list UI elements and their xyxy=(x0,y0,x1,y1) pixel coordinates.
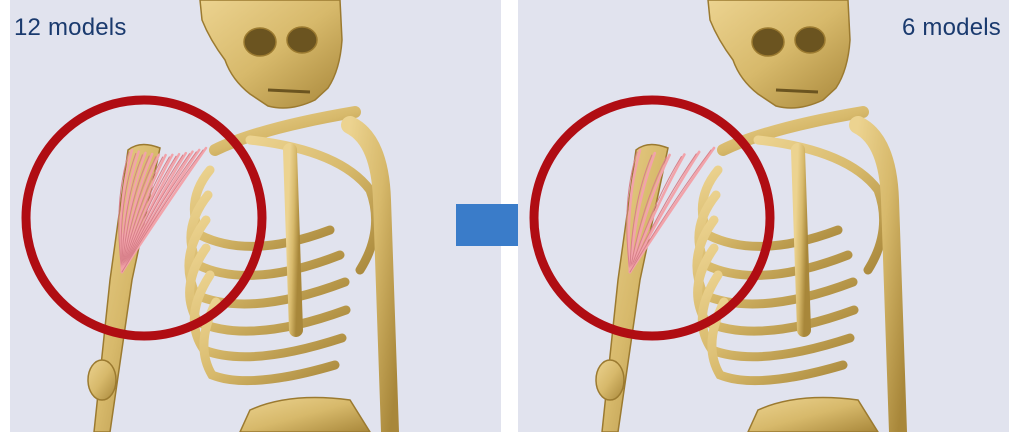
panel-6-models: 6 models xyxy=(518,0,1009,432)
panel-12-models: 12 models xyxy=(10,0,501,432)
spine-and-ribs xyxy=(189,110,390,432)
pelvis xyxy=(240,398,370,432)
spine-and-ribs xyxy=(697,110,898,432)
skull xyxy=(708,0,850,108)
model-count-label: 12 models xyxy=(14,14,127,42)
skull xyxy=(200,0,342,108)
pelvis xyxy=(748,398,878,432)
model-count-label: 6 models xyxy=(902,14,1001,42)
skeleton-illustration-left xyxy=(10,0,501,432)
skeleton-illustration-right xyxy=(518,0,1009,432)
